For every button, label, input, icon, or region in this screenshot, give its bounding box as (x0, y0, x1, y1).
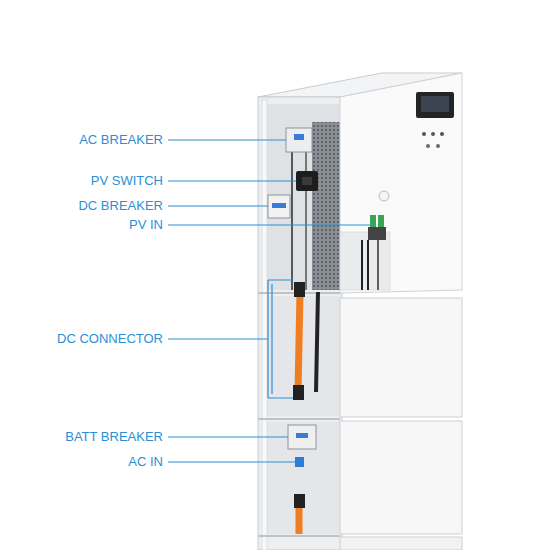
display (416, 92, 454, 118)
frame-post (262, 100, 267, 550)
wire (291, 152, 293, 290)
inverter-front (340, 73, 462, 293)
callout-label: AC BREAKER (78, 132, 164, 148)
breaker-handle (296, 433, 308, 438)
indicator-led (431, 132, 435, 136)
wire (361, 240, 363, 290)
battery-compartment (265, 422, 340, 534)
leader-line (168, 205, 268, 206)
power-button (379, 191, 389, 201)
callout-label: DC CONNECTOR (56, 331, 164, 347)
indicator-led (426, 144, 430, 148)
indicator-led (440, 132, 444, 136)
switch-knob (302, 177, 312, 185)
pv-switch (296, 171, 318, 191)
dc-plug (294, 494, 305, 508)
dc-plug (293, 385, 304, 400)
wiring-compartment (265, 104, 340, 290)
callout-label: BATT BREAKER (64, 429, 164, 445)
connector-body (368, 227, 386, 240)
cabinet-side (258, 97, 342, 550)
battery-module (340, 298, 462, 417)
leader-line (168, 224, 370, 225)
dc-cable (316, 292, 318, 392)
mesh-panel (312, 122, 340, 290)
shelf (258, 418, 340, 420)
ac-breaker (286, 128, 312, 152)
terminal-area (340, 232, 390, 290)
wire (367, 240, 369, 290)
indicator-led (436, 144, 440, 148)
leader-bracket (168, 280, 293, 398)
callout-label: AC IN (127, 454, 164, 470)
leader-line (168, 180, 296, 181)
breaker-handle (272, 203, 286, 208)
battery-module (340, 421, 462, 534)
display-screen (421, 96, 449, 112)
wire (377, 240, 379, 290)
pv-connector (378, 215, 384, 227)
leader-lines (168, 140, 370, 462)
base-plinth (340, 537, 462, 550)
dc-plug (294, 282, 305, 297)
pv-connector (370, 215, 376, 227)
batt-breaker (288, 425, 316, 449)
indicator-led (422, 132, 426, 136)
leader-line (168, 139, 286, 140)
dc-cable (298, 292, 300, 392)
leader-line (168, 436, 288, 437)
callout-label: PV IN (128, 217, 164, 233)
ac-in-port (295, 457, 304, 467)
shelf (258, 535, 340, 537)
leader-line (168, 461, 295, 462)
callout-label: DC BREAKER (77, 198, 164, 214)
callout-label: PV SWITCH (90, 173, 164, 189)
dc-breaker (268, 195, 290, 218)
breaker-handle (294, 134, 304, 140)
